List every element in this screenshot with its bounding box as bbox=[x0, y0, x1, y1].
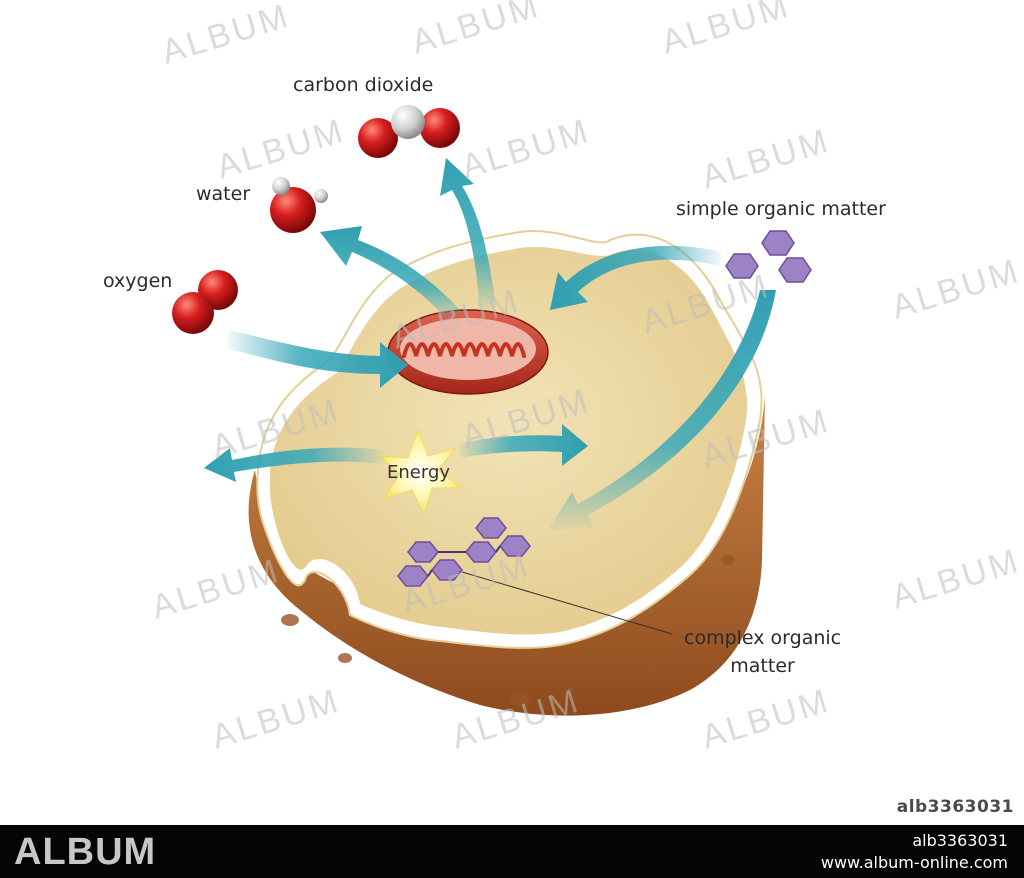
diagram-canvas: carbon dioxide water oxygen simple organ… bbox=[103, 0, 1024, 817]
footer-bar: ALBUM alb3363031 www.album-online.com bbox=[0, 825, 1024, 878]
arrow-simple-to-complex bbox=[548, 290, 776, 530]
arrow-water-out bbox=[320, 226, 462, 320]
label-complex-line-2: matter bbox=[730, 655, 795, 677]
arrow-oxygen-in bbox=[226, 330, 408, 388]
simple-organic-molecules bbox=[725, 230, 812, 283]
label-complex-organic-matter: complex organic matter bbox=[684, 624, 841, 680]
water-molecule bbox=[270, 177, 328, 233]
carbon-dioxide-molecule bbox=[358, 105, 460, 158]
oxygen-molecule bbox=[172, 270, 238, 334]
footer-brand-logo: ALBUM bbox=[14, 831, 157, 873]
image-id-watermark: alb3363031 bbox=[896, 797, 1014, 817]
footer-image-id: alb3363031 bbox=[912, 831, 1008, 850]
label-simple-organic-matter: simple organic matter bbox=[676, 198, 886, 220]
arrow-co2-out bbox=[440, 158, 496, 310]
arrow-energy-left bbox=[204, 447, 384, 482]
footer-url[interactable]: www.album-online.com bbox=[820, 853, 1008, 872]
label-complex-line-1: complex organic bbox=[684, 627, 842, 649]
mitochondrion bbox=[387, 309, 549, 395]
label-oxygen: oxygen bbox=[103, 270, 173, 292]
complex-organic-molecule bbox=[397, 517, 531, 587]
complex-organic-pointer bbox=[461, 571, 673, 635]
arrow-energy-right bbox=[458, 424, 588, 466]
arrow-simple-to-mito bbox=[550, 245, 722, 310]
label-energy: Energy bbox=[387, 462, 451, 483]
label-carbon-dioxide: carbon dioxide bbox=[293, 74, 434, 96]
cell-illustration bbox=[172, 105, 812, 716]
cell-side-wall bbox=[248, 395, 765, 716]
label-water: water bbox=[196, 183, 251, 205]
